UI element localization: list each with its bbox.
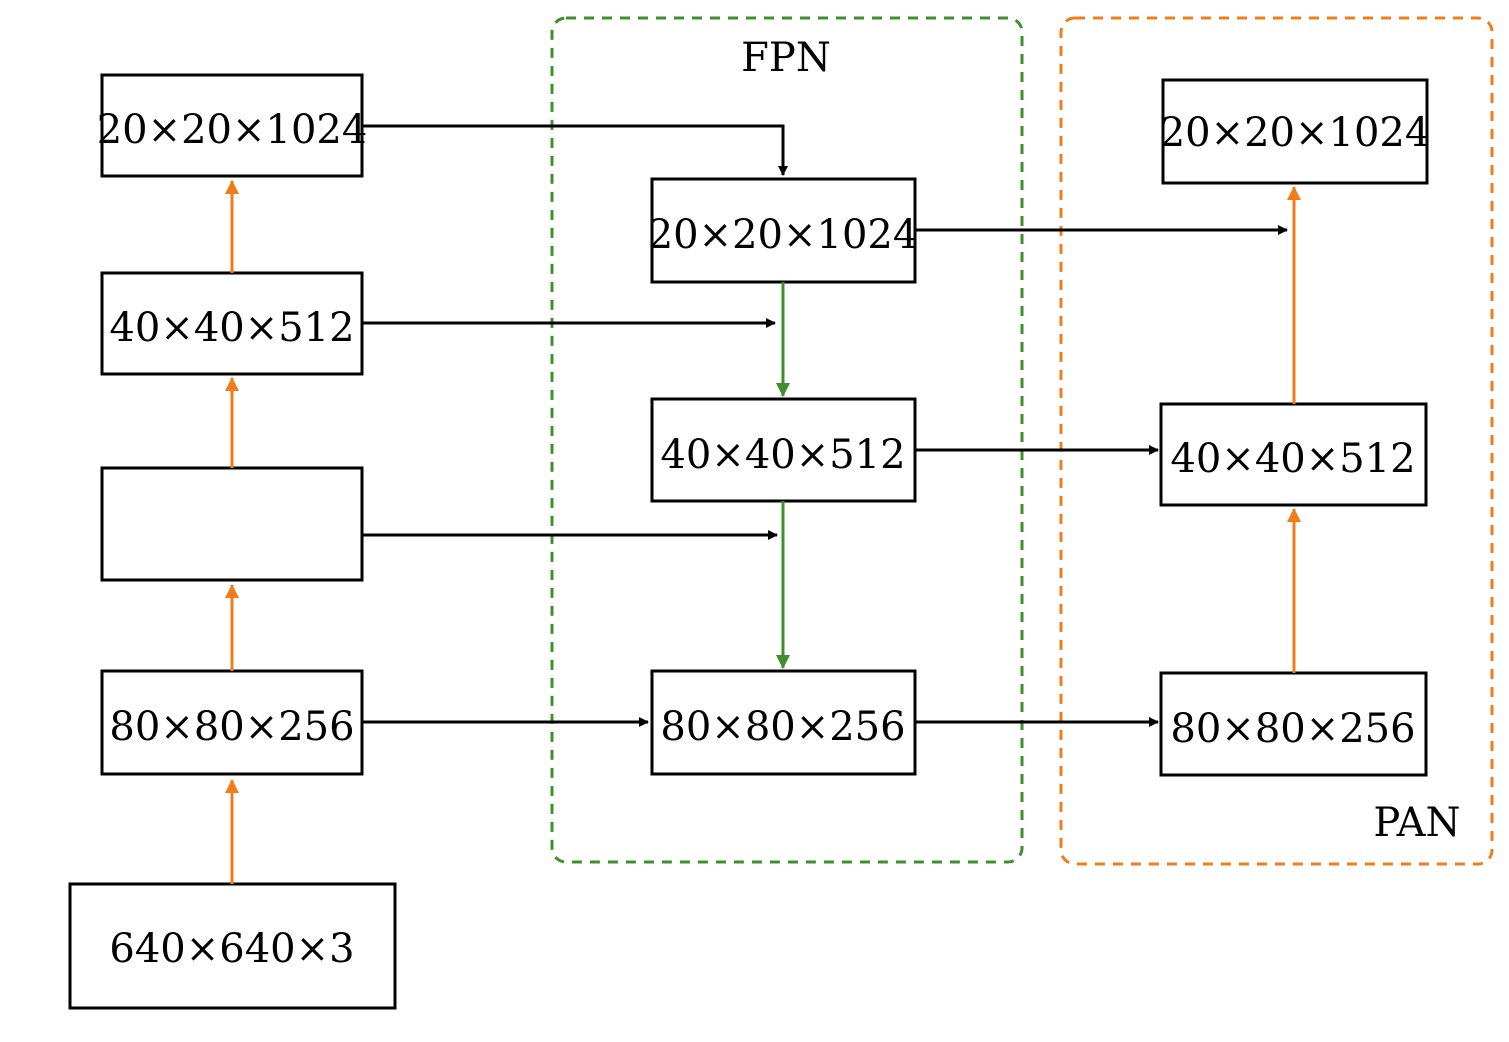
backbone-box-80: 80×80×256: [100, 669, 364, 776]
svg-text:20×20×1024: 20×20×1024: [97, 107, 368, 153]
pan-box-20: 20×20×1024: [1160, 78, 1431, 185]
svg-text:80×80×256: 80×80×256: [109, 704, 354, 750]
backbone-box-20: 20×20×1024: [97, 73, 368, 178]
fpn-region: [550, 16, 1024, 864]
arrow-backbone20-to-fpn20: [362, 124, 788, 176]
svg-text:40×40×512: 40×40×512: [109, 305, 354, 351]
svg-text:20×20×1024: 20×20×1024: [1160, 110, 1431, 156]
svg-text:80×80×256: 80×80×256: [1170, 706, 1415, 752]
svg-text:80×80×256: 80×80×256: [660, 704, 905, 750]
svg-text:640×640×3: 640×640×3: [109, 926, 354, 972]
input-box: 640×640×3: [68, 882, 397, 1010]
svg-text:40×40×512: 40×40×512: [660, 432, 905, 478]
svg-text:40×40×512: 40×40×512: [1170, 436, 1415, 482]
backbone-box-40: 40×40×512: [100, 271, 364, 376]
pan-box-40: 40×40×512: [1159, 402, 1428, 507]
backbone-box-blank: [100, 466, 364, 582]
pan-region: [1059, 16, 1494, 866]
fpn-box-20: 20×20×1024: [648, 177, 919, 284]
pan-label: PAN: [1373, 800, 1460, 846]
fpn-label: FPN: [741, 35, 831, 81]
pan-box-80: 80×80×256: [1159, 671, 1428, 777]
svg-text:20×20×1024: 20×20×1024: [648, 212, 919, 258]
fpn-box-80: 80×80×256: [650, 669, 917, 776]
fpn-box-40: 40×40×512: [650, 397, 917, 503]
